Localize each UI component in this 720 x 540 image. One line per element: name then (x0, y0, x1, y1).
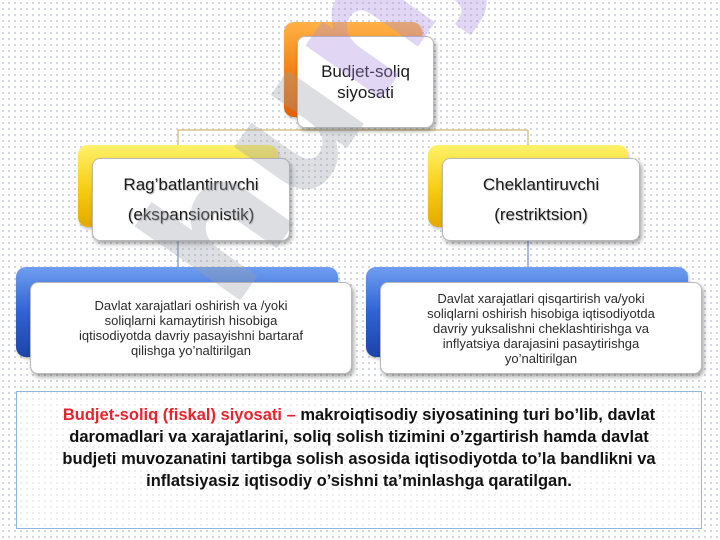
right-desc-line-2: soliqlarni oshirish hisobiga iqtisodiyot… (427, 305, 655, 321)
right-desc-line-4: inflyatsiya darajasini pasaytirishga (442, 335, 640, 351)
root-node[interactable]: Budjet-soliq siyosati (297, 36, 434, 128)
left-type-line-2: (ekspansionistik) (127, 204, 255, 224)
right-desc-line-3: davriy yuksalishni cheklashtirishga va (432, 320, 650, 336)
left-type-line-1: Rag’batlantiruvchi (123, 174, 259, 194)
root-node-line-1: Budjet-soliq (321, 62, 410, 81)
right-desc-line-5: yo’naltirilgan (504, 350, 578, 366)
definition-term: Budjet-soliq (fiskal) siyosati – (62, 406, 296, 424)
definition-body: makroiqtisodiy siyosatining turi bo’lib,… (62, 406, 656, 490)
left-desc-line-4: qilishga yo’naltirilgan (131, 343, 251, 358)
right-type-line-1: Cheklantiruvchi (482, 174, 600, 194)
left-type-node[interactable]: Rag’batlantiruvchi (ekspansionistik) (92, 158, 290, 241)
left-desc-line-3: iqtisodiyotda davriy pasayishni bartaraf (78, 328, 303, 343)
right-desc-node[interactable]: Davlat xarajatlari qisqartirish va/yoki … (380, 282, 702, 374)
left-desc-node[interactable]: Davlat xarajatlari oshirish va /yoki sol… (30, 282, 352, 374)
definition-box: Budjet-soliq (fiskal) siyosati – makroiq… (16, 391, 702, 529)
right-type-line-2: (restriktsion) (494, 204, 588, 224)
right-type-node[interactable]: Cheklantiruvchi (restriktsion) (442, 158, 640, 241)
left-desc-line-1: Davlat xarajatlari oshirish va /yoki (94, 298, 288, 313)
root-node-line-2: siyosati (337, 83, 394, 102)
left-desc-line-2: soliqlarni kamaytirish hisobiga (104, 313, 278, 328)
right-desc-line-1: Davlat xarajatlari qisqartirish va/yoki (437, 290, 645, 306)
